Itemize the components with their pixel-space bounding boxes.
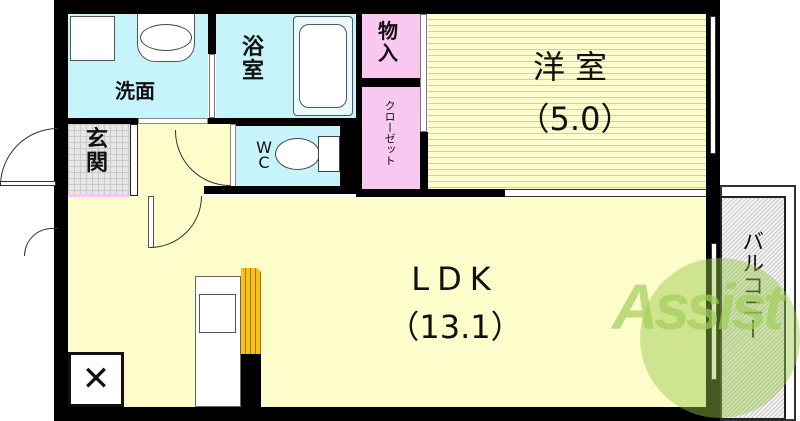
wall-closet-right: [420, 132, 428, 194]
balcony-label: バルコニー: [738, 230, 764, 340]
storage: [362, 14, 420, 78]
western-room-label: 洋室: [532, 48, 617, 86]
outer-wall-left: [54, 0, 68, 421]
hall-divider: [130, 124, 138, 196]
ldk-ext: [138, 192, 204, 198]
bathroom-label: 浴室: [241, 35, 264, 85]
ldk-window[interactable]: [711, 243, 717, 380]
wall-western-ldk: [356, 189, 508, 197]
side-door[interactable]: [24, 228, 58, 256]
closet: [362, 87, 420, 189]
toilet-tank: [318, 136, 340, 172]
kitchen-wall: [241, 354, 261, 407]
balcony: [720, 196, 786, 420]
toilet-label: WC: [256, 138, 272, 173]
toilet-bowl: [275, 138, 320, 170]
bathroom-door[interactable]: [209, 54, 215, 118]
ldk-size: （13.1）: [387, 308, 523, 346]
wall-bath-storage: [356, 14, 362, 194]
watermark-circle: [640, 258, 800, 418]
wall-storage-closet: [362, 78, 420, 87]
kitchen-counter-bar: [241, 268, 261, 354]
washroom-sliding-door[interactable]: [138, 118, 208, 124]
wall-wash-bath: [208, 14, 216, 54]
entrance: [68, 124, 130, 194]
western-room-window[interactable]: [710, 16, 716, 154]
bathtub-inner: [299, 24, 347, 108]
washing-machine-pan: [70, 16, 115, 61]
western-room: [428, 14, 706, 189]
exhaust-fan: ✕: [68, 352, 124, 407]
wall-toilet-top: [230, 118, 356, 126]
western-room-sliding-door[interactable]: [505, 189, 706, 197]
entrance-label: 玄関: [85, 127, 108, 177]
outer-wall-top: [54, 0, 720, 14]
kitchen-sink: [199, 294, 236, 333]
closet-door[interactable]: [420, 14, 427, 132]
washroom-label: 洗面: [115, 79, 155, 103]
entrance-door-leaf: [0, 181, 56, 186]
ldk-label: LDK: [411, 260, 499, 298]
outer-wall-bottom: [54, 407, 720, 421]
toilet-door[interactable]: [230, 124, 236, 188]
wall-toilet-right: [340, 126, 356, 194]
entrance-door[interactable]: [0, 128, 58, 186]
wall-toilet-bottom: [204, 186, 356, 194]
basin-bowl: [140, 24, 192, 51]
storage-label: 物入: [378, 19, 398, 65]
western-room-size: （5.0）: [517, 100, 633, 138]
closet-label: クローゼット: [383, 100, 397, 166]
watermark-text: Assist: [612, 271, 784, 343]
